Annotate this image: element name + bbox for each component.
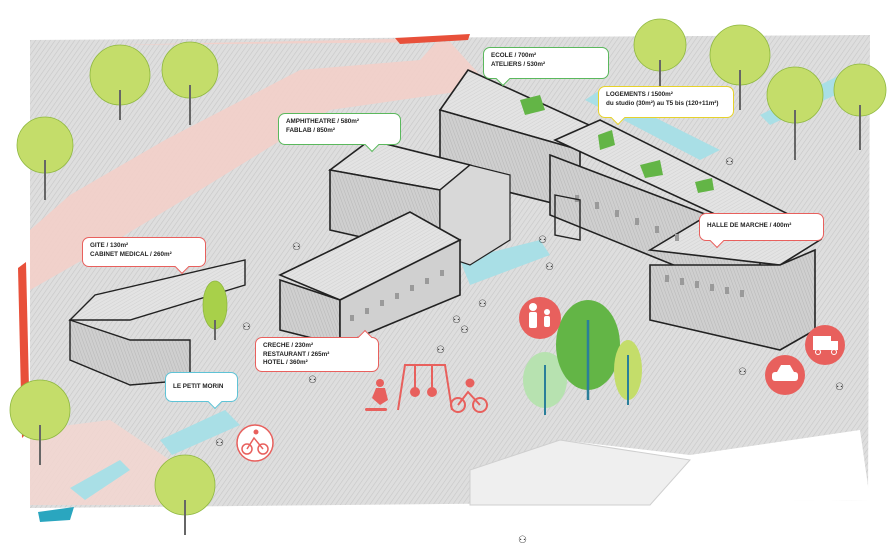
label-logements-line2: du studio (30m²) au T5 bis (120+11m²)	[606, 99, 719, 107]
svg-text:⚇: ⚇	[835, 382, 844, 393]
facade-windows	[350, 195, 744, 321]
building-lower-right	[469, 439, 691, 506]
label-amphitheatre-line2: FABLAB / 850m²	[286, 126, 335, 134]
truck-icon	[805, 325, 845, 365]
label-gite: GITE / 130m² CABINET MEDICAL / 260m²	[82, 237, 206, 275]
edge-accent-top	[395, 34, 470, 44]
label-petit-morin-line1: LE PETIT MORIN	[173, 383, 224, 390]
swing-set-icon	[397, 364, 453, 411]
label-halle: HALLE DE MARCHE / 400m²	[699, 213, 824, 249]
edge-accent-bottom	[38, 507, 74, 522]
label-gite-line2: CABINET MEDICAL / 260m²	[90, 250, 172, 258]
label-creche-line2: RESTAURANT / 265m²	[263, 350, 330, 358]
courtyard-gate	[554, 194, 581, 241]
svg-text:⚇: ⚇	[436, 345, 445, 356]
label-ecole: ECOLE / 700m² ATELIERS / 530m²	[483, 47, 609, 87]
label-amphitheatre: AMPHITHEATRE / 580m² FABLAB / 850m²	[278, 113, 401, 153]
svg-text:⚇: ⚇	[242, 322, 251, 333]
svg-text:⚇: ⚇	[308, 375, 317, 386]
road	[30, 38, 480, 290]
svg-text:⚇: ⚇	[738, 367, 747, 378]
svg-text:⚇: ⚇	[725, 157, 734, 168]
label-petit-morin: LE PETIT MORIN	[165, 372, 238, 410]
svg-text:⚇: ⚇	[538, 235, 547, 246]
courtyard-trees	[523, 300, 642, 415]
label-gite-line1: GITE / 130m²	[90, 242, 129, 249]
canal-bottom	[70, 460, 130, 500]
svg-text:⚇: ⚇	[452, 315, 461, 326]
car-icon	[765, 355, 805, 395]
building-creche-side	[339, 238, 461, 347]
label-amphitheatre-line1: AMPHITHEATRE / 580m²	[286, 118, 360, 125]
label-logements-line1: LOGEMENTS / 1500m²	[606, 91, 673, 98]
tree-trunks	[39, 60, 861, 535]
canal-left	[460, 240, 550, 285]
svg-text:⚇: ⚇	[292, 242, 301, 253]
walking-people-icon: ⚇⚇⚇ ⚇⚇⚇ ⚇⚇⚇ ⚇⚇⚇ ⚇⚇	[215, 157, 844, 546]
cyclist-icon	[236, 424, 274, 462]
label-ecole-line2: ATELIERS / 530m²	[491, 60, 546, 68]
label-creche: CRECHE / 230m² RESTAURANT / 265m² HOTEL …	[255, 329, 379, 372]
family-icon	[519, 297, 561, 339]
svg-text:⚇: ⚇	[478, 299, 487, 310]
svg-text:⚇: ⚇	[518, 535, 527, 546]
green-roof-patches	[520, 95, 714, 193]
tree-canopies	[9, 18, 887, 516]
canal-lower	[160, 410, 240, 455]
label-creche-line3: HOTEL / 360m²	[263, 359, 308, 367]
label-ecole-line1: ECOLE / 700m²	[491, 52, 537, 59]
cyclist-icon	[450, 378, 488, 413]
label-logements: LOGEMENTS / 1500m² du studio (30m²) au T…	[598, 86, 734, 126]
svg-text:⚇: ⚇	[545, 262, 554, 273]
skateboarder-icon	[365, 379, 388, 411]
label-halle-line1: HALLE DE MARCHE / 400m²	[707, 222, 792, 229]
svg-text:⚇: ⚇	[460, 325, 469, 336]
label-creche-line1: CRECHE / 230m²	[263, 342, 314, 349]
building-gite-roof	[68, 259, 246, 321]
svg-text:⚇: ⚇	[215, 438, 224, 449]
